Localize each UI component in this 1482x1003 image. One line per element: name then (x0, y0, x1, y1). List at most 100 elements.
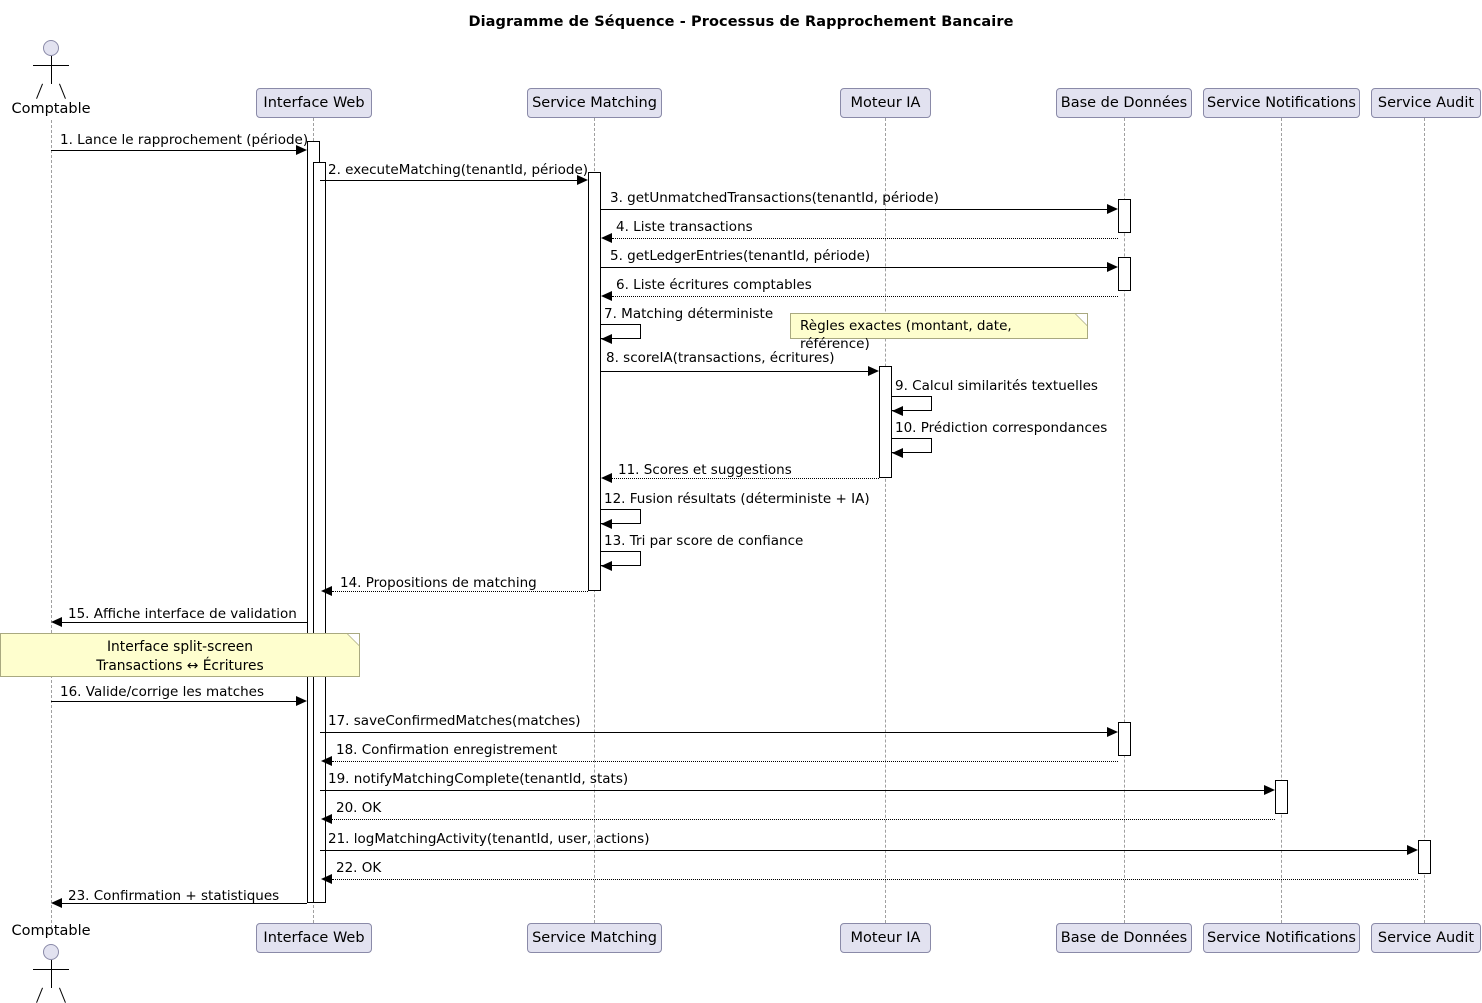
note-fold-inner-icon (1076, 314, 1087, 325)
participant-moteur-ia-top[interactable]: Moteur IA (840, 88, 931, 118)
activation-base-de-donnees-1 (1118, 199, 1131, 233)
message-label-2: 2. executeMatching(tenantId, période) (328, 162, 589, 178)
participant-label: Service Notifications (1207, 94, 1356, 111)
actor-arms-comptable-top (33, 65, 69, 66)
participant-label: Service Audit (1377, 929, 1475, 946)
message-label-15: 15. Affiche interface de validation (68, 606, 297, 622)
message-arrowhead-20 (321, 814, 332, 824)
actor-leg-left-comptable-bottom (36, 987, 43, 1003)
message-line-3 (601, 209, 1107, 210)
lifeline-service-audit (1424, 118, 1425, 923)
message-arrowhead-22 (321, 874, 332, 884)
message-arrowhead-23 (51, 898, 62, 908)
message-line-20 (332, 819, 1275, 820)
message-arrowhead-1 (296, 145, 307, 155)
activation-base-de-donnees-2 (1118, 257, 1131, 291)
message-label-12: 12. Fusion résultats (déterministe + IA) (604, 491, 870, 507)
message-label-7: 7. Matching déterministe (604, 306, 774, 322)
message-arrowhead-15 (51, 617, 62, 627)
activation-service-notifications (1275, 780, 1288, 814)
message-label-9: 9. Calcul similarités textuelles (895, 378, 1098, 394)
message-label-18: 18. Confirmation enregistrement (336, 742, 558, 758)
lifeline-moteur-ia (885, 118, 886, 923)
participant-label: Interface Web (263, 94, 365, 111)
actor-head-comptable-bottom (43, 944, 59, 960)
message-line-21 (320, 850, 1407, 851)
message-selfcall-13 (601, 551, 641, 566)
message-label-20: 20. OK (336, 800, 382, 816)
message-arrowhead-2 (577, 175, 588, 185)
participant-label: Interface Web (263, 929, 365, 946)
participant-service-audit-bottom[interactable]: Service Audit (1371, 923, 1481, 953)
participant-interface-web-top[interactable]: Interface Web (256, 88, 372, 118)
participant-interface-web-bottom[interactable]: Interface Web (256, 923, 372, 953)
actor-arms-comptable-bottom (33, 969, 69, 970)
participant-label: Service Audit (1377, 94, 1475, 111)
message-label-4: 4. Liste transactions (616, 219, 753, 235)
lifeline-comptable (51, 120, 52, 928)
note-fold-inner-icon (348, 634, 359, 645)
activation-base-de-donnees-3 (1118, 722, 1131, 756)
participant-service-matching-top[interactable]: Service Matching (527, 88, 662, 118)
participant-service-matching-bottom[interactable]: Service Matching (527, 923, 662, 953)
message-line-2 (320, 180, 577, 181)
message-arrowhead-11 (601, 473, 612, 483)
message-arrowhead-3 (1107, 204, 1118, 214)
note-interface-split-screen: Interface split-screen Transactions ↔ Éc… (0, 633, 360, 677)
message-label-13: 13. Tri par score de confiance (604, 533, 804, 549)
actor-head-comptable-top (43, 40, 59, 56)
participant-label: Moteur IA (850, 929, 921, 946)
message-label-19: 19. notifyMatchingComplete(tenantId, sta… (328, 771, 629, 787)
message-line-4 (612, 238, 1118, 239)
message-label-3: 3. getUnmatchedTransactions(tenantId, pé… (610, 190, 939, 206)
message-line-6 (612, 296, 1118, 297)
message-selfcall-9 (892, 396, 932, 411)
message-label-23: 23. Confirmation + statistiques (68, 888, 280, 904)
participant-label: Moteur IA (850, 94, 921, 111)
actor-leg-right-comptable-bottom (59, 987, 66, 1003)
message-selfcall-10 (892, 438, 932, 453)
message-arrowhead-13 (601, 561, 612, 571)
actor-label-comptable-bottom: Comptable (11, 923, 91, 939)
participant-base-de-donnees-bottom[interactable]: Base de Données (1056, 923, 1192, 953)
participant-service-notifications-bottom[interactable]: Service Notifications (1203, 923, 1360, 953)
actor-label-comptable-top: Comptable (11, 101, 91, 117)
message-line-18 (332, 761, 1118, 762)
message-line-5 (601, 267, 1107, 268)
actor-leg-left-comptable-top (36, 83, 43, 99)
message-label-5: 5. getLedgerEntries(tenantId, période) (610, 248, 871, 264)
message-arrowhead-9 (892, 406, 903, 416)
message-label-21: 21. logMatchingActivity(tenantId, user, … (328, 831, 650, 847)
message-arrowhead-6 (601, 291, 612, 301)
message-arrowhead-21 (1407, 845, 1418, 855)
message-line-8 (601, 371, 868, 372)
activation-service-matching (588, 172, 601, 591)
activation-interface-web-nested (313, 162, 326, 903)
message-label-8: 8. scoreIA(transactions, écritures) (606, 350, 835, 366)
message-arrowhead-19 (1264, 785, 1275, 795)
message-line-19 (320, 790, 1264, 791)
message-label-10: 10. Prédiction correspondances (895, 420, 1108, 436)
message-line-22 (332, 879, 1418, 880)
message-arrowhead-17 (1107, 727, 1118, 737)
participant-moteur-ia-bottom[interactable]: Moteur IA (840, 923, 931, 953)
actor-body-comptable-bottom (50, 960, 52, 988)
note-text: Règles exactes (montant, date, référence… (800, 318, 1012, 353)
participant-label: Service Matching (532, 929, 657, 946)
message-line-16 (51, 701, 296, 702)
participant-label: Service Notifications (1207, 929, 1356, 946)
participant-label: Base de Données (1060, 929, 1188, 946)
message-line-1 (51, 150, 296, 151)
message-label-6: 6. Liste écritures comptables (616, 277, 812, 293)
message-arrowhead-10 (892, 448, 903, 458)
activation-moteur-ia (879, 366, 892, 478)
participant-label: Base de Données (1060, 94, 1188, 111)
participant-base-de-donnees-top[interactable]: Base de Données (1056, 88, 1192, 118)
message-label-22: 22. OK (336, 860, 382, 876)
message-arrowhead-14 (321, 586, 332, 596)
participant-service-notifications-top[interactable]: Service Notifications (1203, 88, 1360, 118)
participant-service-audit-top[interactable]: Service Audit (1371, 88, 1481, 118)
message-line-23 (62, 903, 307, 904)
actor-leg-right-comptable-top (59, 83, 66, 99)
message-arrowhead-8 (868, 366, 879, 376)
